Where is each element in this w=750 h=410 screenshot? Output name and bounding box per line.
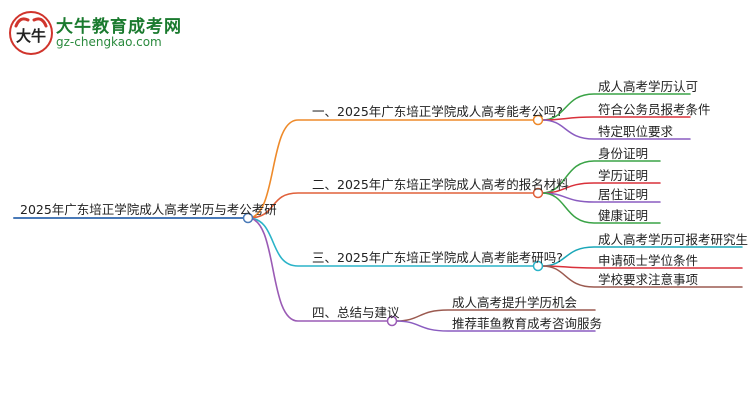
branch-connector-2 xyxy=(247,192,534,219)
branch-node-4[interactable] xyxy=(386,315,398,327)
branch-node-2[interactable] xyxy=(532,187,544,199)
root-node[interactable] xyxy=(242,212,254,224)
branch-topic-3[interactable]: 三、2025年广东培正学院成人高考能考研吗? xyxy=(312,250,563,265)
leaf-connector xyxy=(541,93,691,121)
leaf-connector xyxy=(541,119,691,140)
branch-connector-3 xyxy=(247,217,534,267)
branch-connector-4 xyxy=(247,217,388,322)
branch-topic-2[interactable]: 二、2025年广东培正学院成人高考的报名材料 xyxy=(312,177,569,192)
leaf-connector xyxy=(541,192,661,224)
leaf-topic[interactable]: 成人高考提升学历机会 xyxy=(452,295,578,310)
leaf-topic[interactable]: 健康证明 xyxy=(598,208,649,223)
root-topic[interactable]: 2025年广东培正学院成人高考学历与考公考研 xyxy=(20,202,277,217)
leaf-topic[interactable]: 学校要求注意事项 xyxy=(598,272,699,287)
logo-title: 大牛教育成考网 xyxy=(56,17,182,37)
logo-url: gz-chengkao.com xyxy=(56,35,162,49)
branch-node-1[interactable] xyxy=(532,114,544,126)
branch-connector-1 xyxy=(247,119,534,219)
leaf-topic[interactable]: 成人高考学历认可 xyxy=(598,79,699,94)
branch-topic-4[interactable]: 四、总结与建议 xyxy=(312,305,400,320)
leaf-topic[interactable]: 申请硕士学位条件 xyxy=(598,253,699,268)
bull-logo-icon: 大牛 xyxy=(9,11,53,55)
leaf-topic[interactable]: 特定职位要求 xyxy=(598,124,674,139)
leaf-topic[interactable]: 学历证明 xyxy=(598,168,649,183)
leaf-connector xyxy=(395,320,596,332)
leaf-topic[interactable]: 推荐菲鱼教育成考咨询服务 xyxy=(452,316,603,331)
branch-topic-1[interactable]: 一、2025年广东培正学院成人高考能考公吗? xyxy=(312,104,563,119)
leaf-connector xyxy=(541,265,743,288)
leaf-connector xyxy=(395,309,596,322)
leaf-topic[interactable]: 居住证明 xyxy=(598,187,649,202)
site-logo[interactable]: 大牛 大牛教育成考网 gz-chengkao.com xyxy=(8,10,218,58)
leaf-topic[interactable]: 成人高考学历可报考研究生 xyxy=(598,232,749,247)
leaf-connector xyxy=(541,160,661,194)
leaf-topic[interactable]: 身份证明 xyxy=(598,146,649,161)
logo-mark-text: 大牛 xyxy=(16,27,46,45)
branch-node-3[interactable] xyxy=(532,260,544,272)
leaf-topic[interactable]: 符合公务员报考条件 xyxy=(598,102,711,117)
